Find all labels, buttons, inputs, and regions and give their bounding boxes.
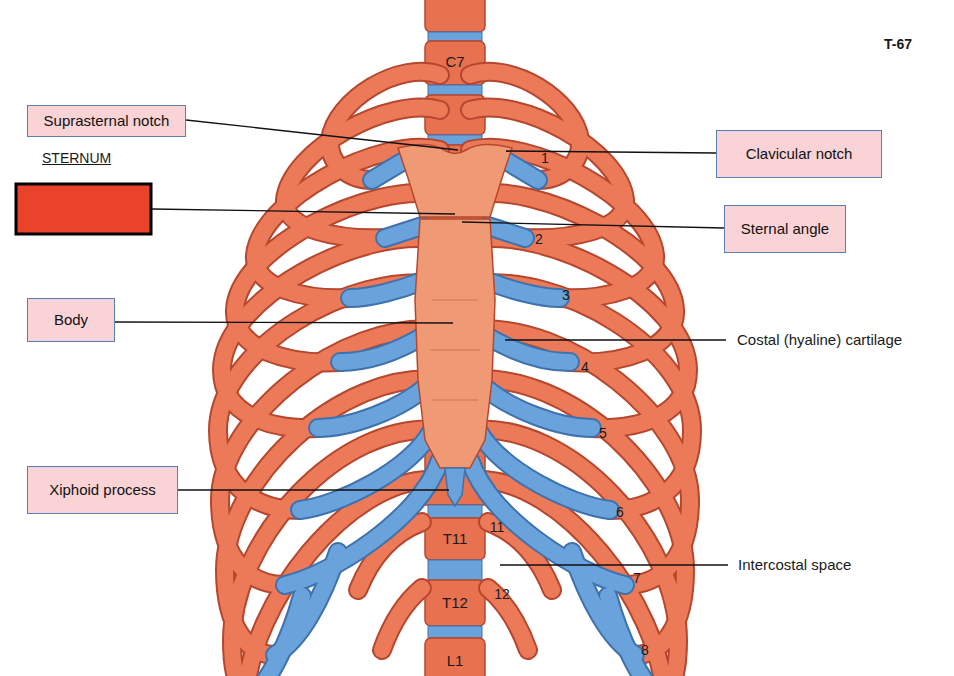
sternum — [398, 144, 512, 506]
part-label: Costal (hyaline) cartilage — [737, 331, 902, 348]
box-label: Suprasternal notch — [44, 112, 170, 130]
part-label: Intercostal space — [738, 556, 851, 573]
label-box: Xiphoid process — [27, 466, 178, 514]
rib-number: 8 — [641, 642, 649, 658]
rib-number: 2 — [535, 231, 543, 247]
label-box: Sternal angle — [724, 205, 846, 253]
box-label: Xiphoid process — [49, 481, 156, 499]
section-heading: STERNUM — [42, 150, 111, 166]
rib-number: 12 — [494, 586, 510, 602]
blank-answer-box — [16, 184, 151, 234]
page-code: T-67 — [884, 36, 912, 52]
label-box: Body — [27, 298, 115, 342]
vertebra-label: T12 — [442, 594, 468, 611]
vertebra-label: C7 — [445, 53, 464, 70]
costal-cartilages — [250, 162, 660, 676]
ribs — [218, 72, 692, 676]
rib-number: 4 — [581, 359, 589, 375]
rib-number: 11 — [490, 519, 505, 535]
rib-number: 5 — [599, 425, 607, 441]
leader-lines — [115, 120, 728, 565]
vertebra-label: L1 — [447, 652, 464, 669]
box-label: Body — [54, 311, 88, 329]
label-box: Clavicular notch — [716, 130, 882, 178]
box-label: Clavicular notch — [746, 145, 853, 163]
rib-number: 6 — [616, 504, 624, 520]
label-box: Suprasternal notch — [27, 105, 186, 137]
rib-number: 3 — [562, 287, 570, 303]
rib-number: 1 — [541, 150, 549, 166]
vertebra-label: T11 — [443, 530, 468, 547]
rib-number: 7 — [633, 570, 641, 586]
box-label: Sternal angle — [741, 220, 829, 238]
